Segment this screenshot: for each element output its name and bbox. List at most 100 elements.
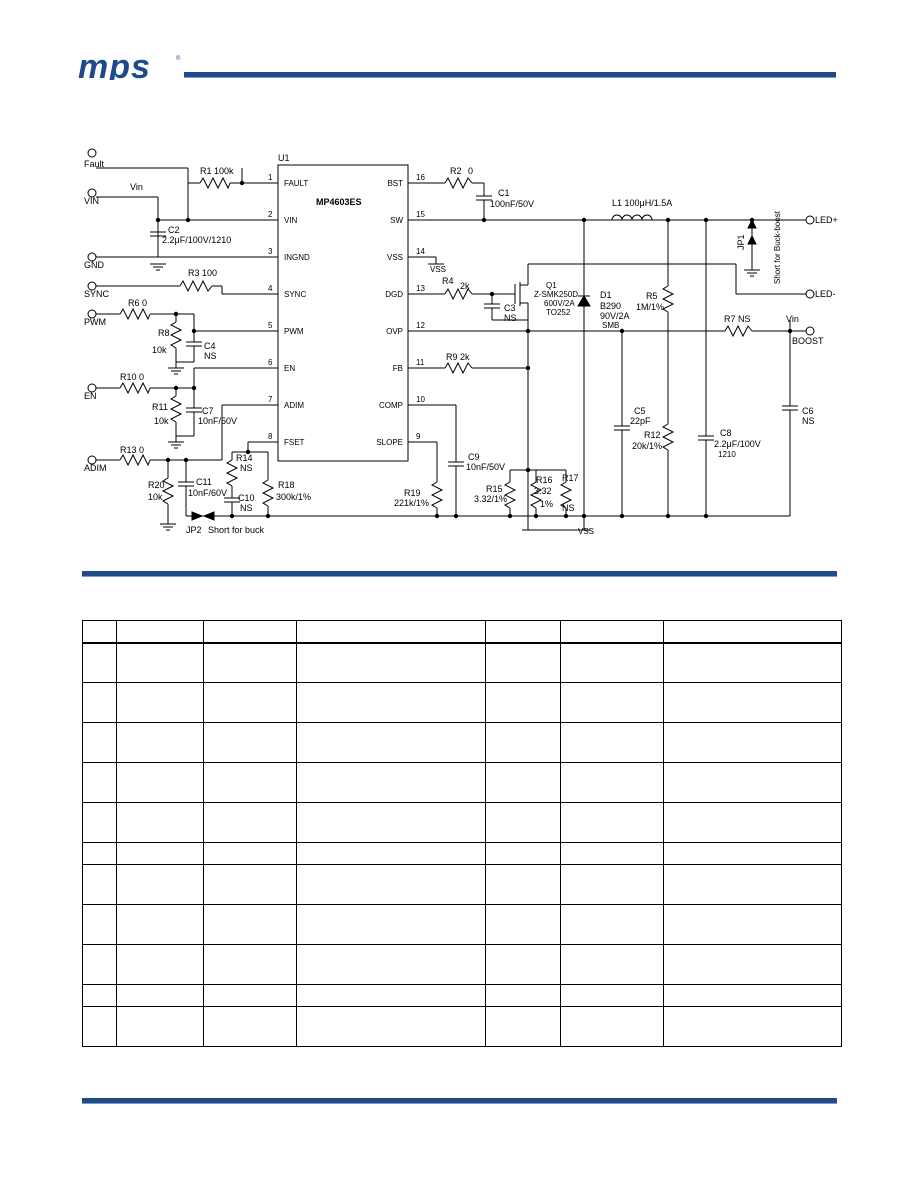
table-cell: [296, 722, 486, 763]
label-r12: R12: [644, 430, 661, 440]
table-cell: [560, 682, 664, 723]
logo-text: mps: [78, 52, 151, 80]
table-cell: [116, 984, 204, 1007]
left-pin-name: EN: [284, 364, 295, 373]
label-en: EN: [84, 391, 97, 401]
chip-body: [277, 164, 409, 462]
connector-pwm: [87, 309, 97, 319]
table-cell: [560, 984, 664, 1007]
label-c5-value: 22pF: [630, 416, 651, 426]
label-r16-tol: 1%: [540, 499, 553, 509]
right-pin-name: SW: [390, 216, 403, 225]
table-cell: [82, 762, 117, 803]
left-pin-number: 8: [268, 432, 273, 441]
table-cell: [560, 1006, 664, 1047]
label-r17: R17: [562, 473, 579, 483]
label-c6: C6: [802, 406, 814, 416]
left-pin-number: 2: [268, 210, 273, 219]
label-l1: L1 100μH/1.5A: [612, 198, 672, 208]
label-c5: C5: [634, 406, 646, 416]
table-row: [82, 904, 842, 945]
label-c11: C11: [196, 477, 212, 487]
table-cell: [663, 842, 842, 865]
table-cell: [560, 620, 664, 644]
table-row: [82, 682, 842, 723]
label-c1-value: 100nF/50V: [490, 199, 534, 209]
table-cell: [203, 984, 297, 1007]
label-pwm: PWM: [84, 317, 106, 327]
table-header-row: [82, 620, 842, 644]
table-cell: [485, 620, 561, 644]
label-r11: R11: [152, 402, 168, 412]
right-pin-name: SLOPE: [376, 438, 403, 447]
label-r16: R16: [536, 475, 553, 485]
label-r3: R3 100: [188, 268, 217, 278]
label-c3-value: NS: [504, 313, 517, 323]
label-r4-value: 2k: [460, 281, 470, 291]
table-cell: [663, 904, 842, 945]
right-pin-number: 14: [416, 247, 425, 256]
label-led-plus: LED+: [815, 215, 838, 225]
label-r20-value: 10k: [148, 492, 163, 502]
table-cell: [296, 904, 486, 945]
right-pin-number: 16: [416, 173, 425, 182]
table-cell: [560, 864, 664, 905]
connector-en: [87, 383, 97, 393]
label-led-minus: LED-: [815, 289, 836, 299]
label-q1-part: Z-SMK250D: [534, 290, 578, 299]
label-vin-net: Vin: [130, 182, 143, 192]
connector-vin: [87, 188, 97, 198]
table-cell: [663, 762, 842, 803]
right-pin-name: DGD: [385, 290, 403, 299]
svg-text:®: ®: [176, 55, 181, 62]
table-cell: [560, 722, 664, 763]
table-cell: [296, 682, 486, 723]
connector-fault: [87, 148, 97, 158]
table-cell: [82, 642, 117, 683]
table-cell: [485, 642, 561, 683]
table-cell: [296, 944, 486, 985]
table-cell: [485, 682, 561, 723]
label-c4-value: NS: [204, 351, 217, 361]
label-r15: R15: [486, 484, 503, 494]
label-r12-value: 20k/1%: [632, 441, 662, 451]
table-cell: [82, 864, 117, 905]
left-pin-name: INGND: [284, 253, 310, 262]
label-r15-value: 3.32/1%: [474, 494, 507, 504]
table-cell: [82, 620, 117, 644]
label-r14-value: NS: [240, 463, 253, 473]
table-cell: [560, 802, 664, 843]
connector-adim: [87, 455, 97, 465]
connector-led-plus: [805, 215, 815, 225]
label-c1: C1: [498, 188, 510, 198]
label-r7: R7 NS: [724, 314, 751, 324]
left-pin-number: 1: [268, 173, 273, 182]
right-pin-number: 10: [416, 395, 425, 404]
label-r8-value: 10k: [152, 345, 167, 355]
table-cell: [485, 842, 561, 865]
label-c2: C2: [168, 225, 180, 235]
table-cell: [82, 722, 117, 763]
table-cell: [116, 722, 204, 763]
label-r16-value: 3.32: [534, 486, 552, 496]
label-r19-value: 221k/1%: [394, 498, 429, 508]
table-cell: [82, 984, 117, 1007]
table-cell: [116, 904, 204, 945]
table-cell: [663, 984, 842, 1007]
label-vss-14: VSS: [430, 265, 446, 274]
table-row: [82, 762, 842, 803]
label-jp1: JP1: [736, 234, 746, 250]
label-sync: SYNC: [84, 289, 110, 299]
label-r20: R20: [148, 480, 165, 490]
right-pin-name: OVP: [386, 327, 403, 336]
table-cell: [296, 1006, 486, 1047]
right-pin-number: 11: [416, 358, 425, 367]
label-q1: Q1: [546, 281, 557, 290]
label-vin-net-2: Vin: [786, 314, 799, 324]
label-r4: R4: [442, 276, 454, 286]
label-r18-value: 300k/1%: [276, 492, 311, 502]
table-cell: [203, 802, 297, 843]
label-d1: D1: [600, 290, 612, 300]
table-cell: [116, 762, 204, 803]
table-cell: [82, 682, 117, 723]
